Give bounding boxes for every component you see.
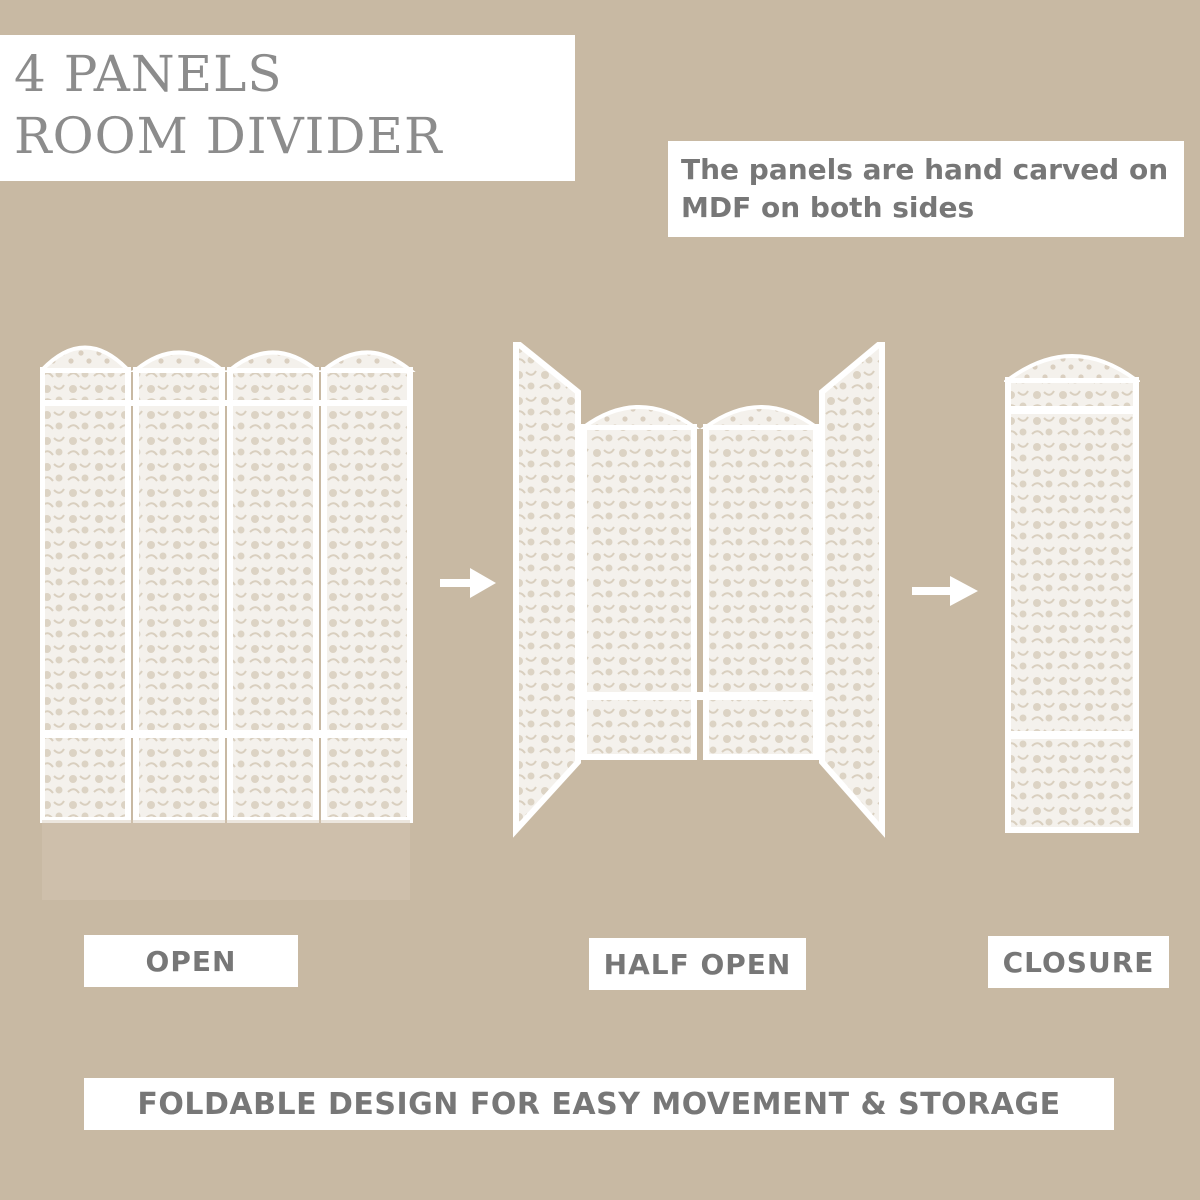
footer-text: FOLDABLE DESIGN FOR EASY MOVEMENT & STOR… bbox=[137, 1086, 1061, 1122]
half-open-label: HALF OPEN bbox=[603, 947, 792, 981]
open-label-box: OPEN bbox=[84, 935, 298, 987]
footer-box: FOLDABLE DESIGN FOR EASY MOVEMENT & STOR… bbox=[84, 1078, 1114, 1130]
title-line-2: ROOM DIVIDER bbox=[14, 107, 443, 165]
closure-label-box: CLOSURE bbox=[988, 936, 1169, 988]
half-open-divider-image bbox=[512, 342, 887, 862]
open-label: OPEN bbox=[145, 944, 237, 978]
description-box: The panels are hand carved on MDF on bot… bbox=[668, 141, 1184, 237]
arrow-right-icon bbox=[440, 568, 496, 598]
closed-divider-image bbox=[1004, 336, 1140, 836]
open-divider-image bbox=[40, 330, 420, 930]
half-open-label-box: HALF OPEN bbox=[589, 938, 806, 990]
arrow-right-icon bbox=[912, 576, 978, 606]
title-box: 4 PANELS ROOM DIVIDER bbox=[0, 35, 575, 181]
description-text: The panels are hand carved on MDF on bot… bbox=[681, 153, 1169, 224]
title-line-1: 4 PANELS bbox=[14, 45, 283, 103]
closure-label: CLOSURE bbox=[1002, 945, 1155, 979]
